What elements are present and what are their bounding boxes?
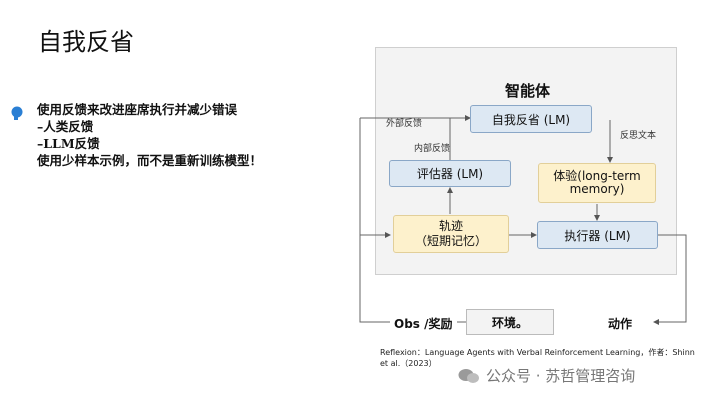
action-label: 动作 (604, 315, 637, 332)
external-feedback-label: 外部反馈 (386, 119, 423, 129)
bullet-item: –人类反馈 (37, 119, 94, 134)
agent-panel-title: 智能体 (505, 82, 551, 100)
watermark-text: 公众号 · 苏哲管理咨询 (486, 367, 636, 385)
trajectory-label-line1: 轨迹 (438, 219, 463, 233)
bullet-item: 使用少样本示例，而不是重新训练模型！ (37, 153, 263, 168)
self-reflection-box: 自我反省 (LM) (470, 105, 592, 133)
experience-label-line2: memory) (569, 182, 625, 196)
obs-reward-label: Obs /奖励 (390, 315, 457, 332)
watermark: 公众号 · 苏哲管理咨询 (458, 365, 635, 386)
evaluator-box: 评估器 (LM) (389, 160, 511, 187)
reflection-text-label: 反思文本 (620, 131, 657, 141)
internal-feedback-label: 内部反馈 (414, 144, 451, 154)
bullet-item: –LLM反馈 (37, 136, 100, 151)
speech-bubble-icon (11, 106, 23, 120)
wechat-icon (458, 368, 479, 383)
bullet-list: 使用反馈来改进座席执行并减少错误 –人类反馈 –LLM反馈 使用少样本示例，而不… (37, 101, 262, 169)
experience-box: 体验(long-term memory) (538, 163, 656, 203)
bullet-item: 使用反馈来改进座席执行并减少错误 (37, 102, 238, 117)
experience-label-line1: 体验(long-term (553, 169, 641, 183)
environment-box: 环境。 (466, 309, 554, 335)
citation: Reflexion：Language Agents with Verbal Re… (380, 348, 695, 368)
actor-box: 执行器 (LM) (537, 221, 658, 249)
trajectory-box: 轨迹 （短期记忆） (393, 215, 509, 253)
page-title: 自我反省 (38, 28, 134, 56)
trajectory-label-line2: （短期记忆） (414, 234, 487, 248)
